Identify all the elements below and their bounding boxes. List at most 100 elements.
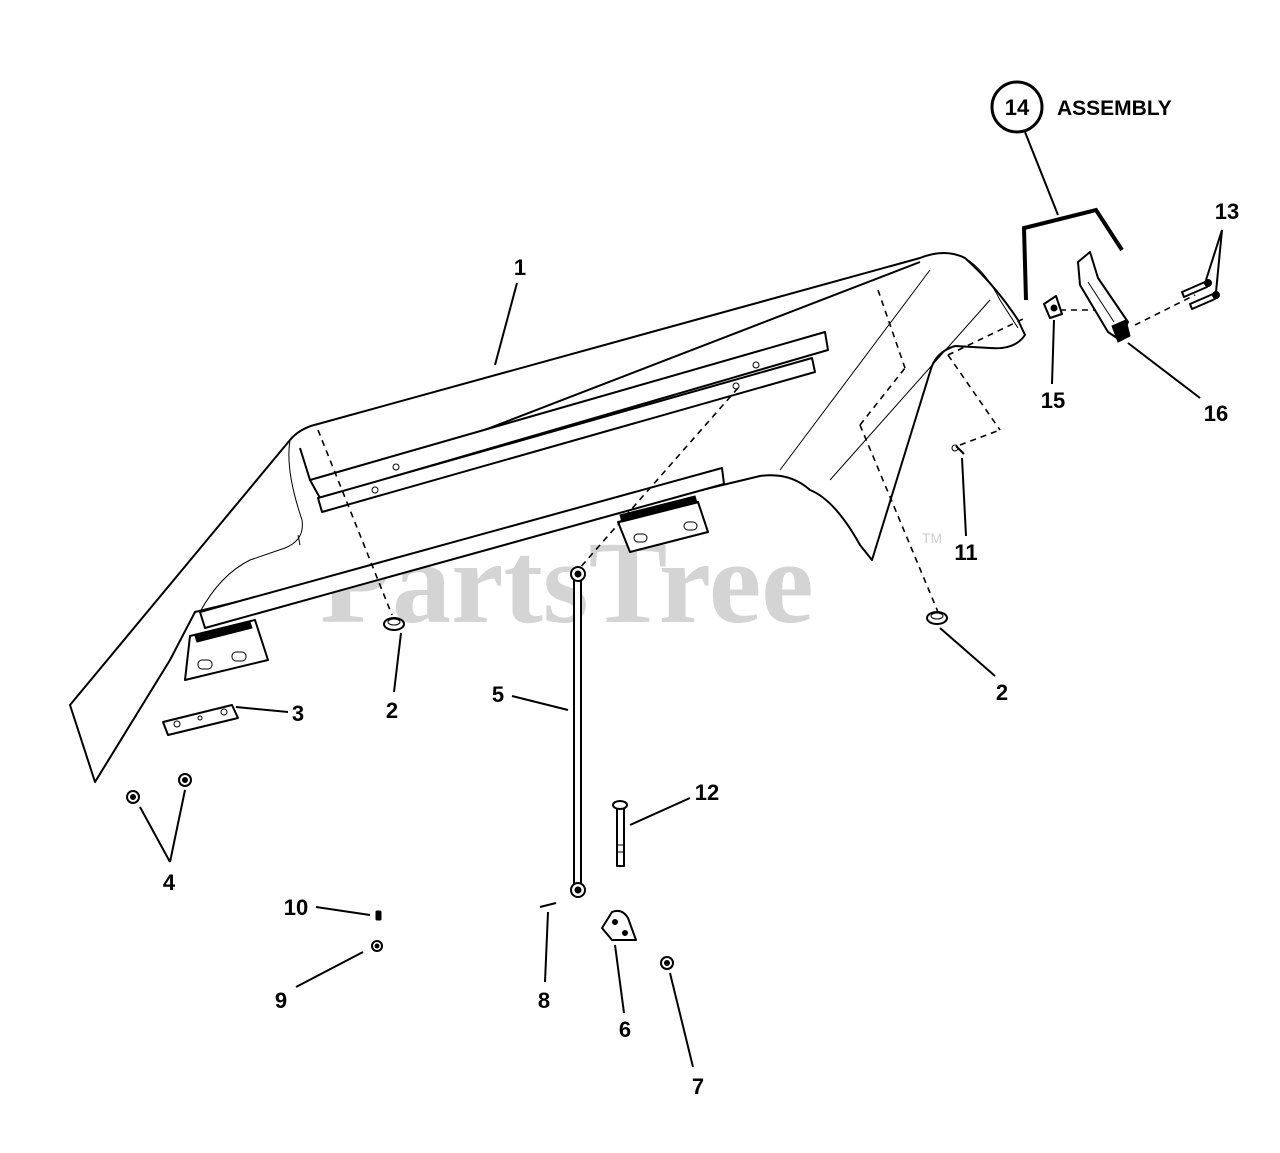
leader-lines [139,229,1223,1068]
leader-1 [494,282,518,366]
upper-rail [309,331,829,499]
spacer-hole [387,618,401,626]
rail-hole [371,486,379,494]
part-4-nuts [126,773,192,804]
part-16-latch [1077,251,1131,343]
dash-line [947,354,1001,431]
screw-head [1212,291,1220,299]
screw-shape [1181,281,1208,298]
assembly-leader [1024,131,1059,216]
lower-rail [199,467,725,629]
washer-shape [375,910,382,921]
assembly-circle [990,80,1044,134]
leader-4a [139,806,171,863]
spacer-hole [930,612,944,620]
part-15-knob [1043,295,1063,319]
bracket-slot [683,521,698,531]
screw-head [1204,279,1212,287]
bracket-shape [601,909,637,941]
hood-inner-curve-left [199,439,303,613]
hood-inner-fold-right [964,257,1019,329]
leader-6 [614,944,625,1014]
screw-head [951,444,959,452]
dash-line [317,429,393,616]
part-5-rod [570,566,586,898]
bracket-hole [612,919,618,925]
bracket-hinge [194,621,253,643]
leader-2a [393,632,402,693]
bracket-slot [633,533,648,543]
dash-line [947,317,1026,356]
nut-hole [130,794,136,800]
spacer-shape [926,611,948,625]
leader-2b [939,627,996,677]
callout-1: 1 [514,255,526,280]
callout-8: 8 [538,988,550,1013]
hood-inner-line [779,269,931,471]
screw-shape [1189,293,1216,310]
part-10-washer [375,910,382,921]
callout-9: 9 [275,988,287,1013]
callout-labels: 1 2 2 3 4 5 6 7 8 9 10 11 12 13 15 16 [163,199,1239,1099]
bracket-hole [622,930,628,936]
callout-2-left: 2 [386,698,398,723]
assembly-14: 14 ASSEMBLY [990,80,1172,301]
leader-7 [669,972,694,1068]
part-2-spacer-right [926,611,948,625]
leader-5 [511,695,569,711]
dash-line [859,367,906,426]
pin-shape [539,902,557,908]
knob-hole [1050,304,1058,312]
bracket-slot [197,659,213,670]
part-11-screw [951,444,965,455]
bracket-slot [231,651,247,662]
nut-hole [182,777,188,783]
callout-11: 11 [954,540,977,565]
rod-end-hole [574,570,582,578]
part-8-pin [539,902,557,908]
assembly-number: 14 [1005,95,1030,120]
assembly-label: ASSEMBLY [1057,97,1172,120]
leader-11 [961,457,967,537]
assembly-bracket [1021,207,1124,301]
leader-12 [629,797,691,826]
dash-line [859,424,939,613]
leader-3 [235,706,289,713]
rail-hole [392,463,400,471]
leader-16 [1127,342,1201,399]
part-9-nut [371,940,383,952]
dash-line [577,387,739,571]
callout-16: 16 [1204,401,1228,426]
callout-10: 10 [284,895,308,920]
leader-15 [1051,319,1055,385]
leader-4b [169,789,186,863]
plate-hole [220,708,228,716]
callout-13: 13 [1215,199,1239,224]
part-1-hood [69,252,1026,783]
dash-line [959,429,1001,446]
leader-13b [1215,229,1223,293]
dash-line [877,289,906,369]
callout-2-right: 2 [996,680,1008,705]
watermark-trademark: TM [922,530,942,546]
callout-4: 4 [163,870,176,895]
hood-mark [297,534,301,546]
dash-line [1134,294,1196,326]
rail-hole [732,382,740,390]
bolt-head [612,800,628,810]
leader-13a [1205,229,1223,281]
part-6-bracket [601,909,637,941]
part-13-screws [1181,279,1220,310]
latch-edge [1087,281,1115,323]
nut-hole [664,960,670,966]
part-12-bolt [612,800,628,867]
screw-shape [955,445,965,455]
plate-hole [173,720,181,728]
callout-7: 7 [692,1074,704,1099]
hood-inner-line-2 [829,299,991,481]
bolt-shank [616,807,625,867]
part-7-nut [660,956,674,970]
callout-5: 5 [492,682,504,707]
bracket-hinge [619,495,698,523]
